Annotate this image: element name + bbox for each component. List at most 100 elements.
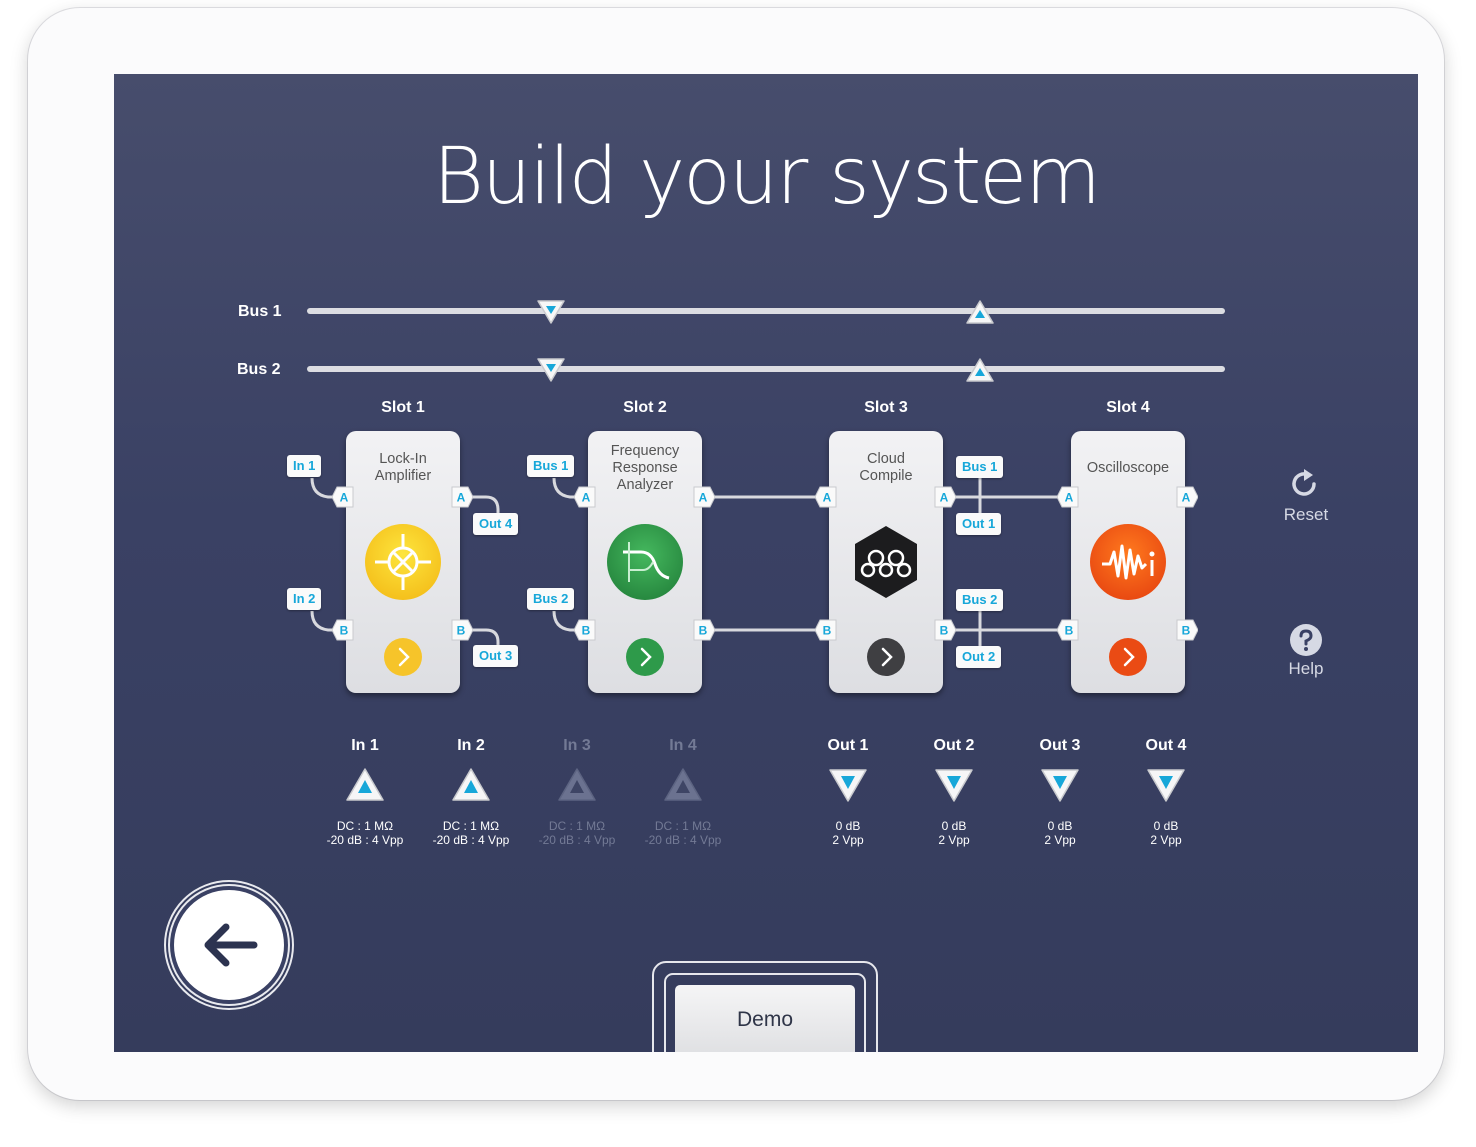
slot-2-open-button[interactable] xyxy=(626,638,664,676)
slot-4-output-b-port[interactable]: B xyxy=(1176,619,1198,641)
slot-2-bus-2-tag[interactable]: Bus 2 xyxy=(527,588,575,610)
demo-button-frame-inner: Demo xyxy=(664,973,866,1052)
bus-2-right-handle[interactable] xyxy=(964,356,996,384)
slot-2-output-a-port[interactable]: A xyxy=(693,486,715,508)
slot-3-input-a-port[interactable]: A xyxy=(815,486,837,508)
output-3-connector[interactable] xyxy=(1039,766,1081,804)
slot-4-output-a-port[interactable]: A xyxy=(1176,486,1198,508)
input-1-coupling: DC : 1 MΩ xyxy=(336,819,394,833)
bus-1-track[interactable] xyxy=(307,308,1225,314)
input-4-coupling: DC : 1 MΩ xyxy=(654,819,712,833)
port-label: B xyxy=(699,624,708,638)
slot-3-open-button[interactable] xyxy=(867,638,905,676)
slot-1-out-4-tag[interactable]: Out 4 xyxy=(473,513,519,535)
demo-button[interactable]: Demo xyxy=(675,985,855,1052)
bus-2-left-handle[interactable] xyxy=(535,356,567,384)
slot-4-label: Slot 4 xyxy=(1106,399,1150,416)
output-2-connector[interactable] xyxy=(933,766,975,804)
input-3-range: -20 dB : 4 Vpp xyxy=(538,833,616,847)
slot-3-label: Slot 3 xyxy=(864,399,908,416)
chevron-right-icon xyxy=(398,647,410,667)
slot-2-label: Slot 2 xyxy=(623,399,667,416)
slot-1-input-b-port[interactable]: B xyxy=(332,619,354,641)
arrow-left-icon xyxy=(204,923,258,967)
output-1-connector[interactable] xyxy=(827,766,869,804)
help-icon[interactable] xyxy=(1289,623,1323,657)
slot-3-bus-2-tag[interactable]: Bus 2 xyxy=(956,589,1004,611)
slot-1-in-2-tag[interactable]: In 2 xyxy=(287,588,322,610)
port-label: A xyxy=(823,491,832,505)
slot-3-bus-1-tag[interactable]: Bus 1 xyxy=(956,456,1004,478)
slot-2-input-b-port[interactable]: B xyxy=(574,619,596,641)
slot-4-input-a-port[interactable]: A xyxy=(1057,486,1079,508)
reset-icon[interactable] xyxy=(1288,467,1322,501)
output-3-gain: 0 dB xyxy=(1047,819,1073,833)
slot-1-output-a-port[interactable]: A xyxy=(451,486,473,508)
bus-1-right-handle[interactable] xyxy=(964,298,996,326)
cloud-compile-icon[interactable] xyxy=(848,524,924,600)
slot-3-input-b-port[interactable]: B xyxy=(815,619,837,641)
output-4-label: Out 4 xyxy=(1145,737,1187,754)
input-4-range: -20 dB : 4 Vpp xyxy=(644,833,722,847)
slot-2-input-a-port[interactable]: A xyxy=(574,486,596,508)
slot-3-output-a-port[interactable]: A xyxy=(934,486,956,508)
port-label: A xyxy=(1065,491,1074,505)
output-2-gain: 0 dB xyxy=(941,819,967,833)
slot-4-instrument-name: Oscilloscope xyxy=(1086,460,1170,476)
input-1-range: -20 dB : 4 Vpp xyxy=(326,833,404,847)
input-4-label: In 4 xyxy=(669,737,697,754)
slot-4-input-b-port[interactable]: B xyxy=(1057,619,1079,641)
help-button[interactable]: Help xyxy=(1288,659,1324,678)
bus-2-track[interactable] xyxy=(307,366,1225,372)
output-4-gain: 0 dB xyxy=(1153,819,1179,833)
port-label: B xyxy=(1182,624,1191,638)
port-label: A xyxy=(582,491,591,505)
slot-1-input-a-port[interactable]: A xyxy=(332,486,354,508)
port-label: A xyxy=(940,491,949,505)
slot-1-open-button[interactable] xyxy=(384,638,422,676)
slot-1-label: Slot 1 xyxy=(381,399,425,416)
output-4-connector[interactable] xyxy=(1145,766,1187,804)
slot-3-output-b-port[interactable]: B xyxy=(934,619,956,641)
port-label: A xyxy=(457,491,466,505)
port-label: B xyxy=(340,624,349,638)
reset-button[interactable]: Reset xyxy=(1283,505,1329,524)
input-1-label: In 1 xyxy=(351,737,379,754)
tablet-frame: Build your system Bus 1 Bus 2 Slot 1 Slo… xyxy=(28,8,1444,1100)
port-label: B xyxy=(823,624,832,638)
output-2-label: Out 2 xyxy=(933,737,975,754)
output-3-label: Out 3 xyxy=(1039,737,1081,754)
lock-in-icon[interactable] xyxy=(365,524,441,600)
slot-2-output-b-port[interactable]: B xyxy=(693,619,715,641)
slot-1-output-b-port[interactable]: B xyxy=(451,619,473,641)
output-4-range: 2 Vpp xyxy=(1150,833,1182,847)
output-1-label: Out 1 xyxy=(827,737,869,754)
page-title: Build your system xyxy=(432,132,1101,222)
port-label: B xyxy=(940,624,949,638)
output-3-range: 2 Vpp xyxy=(1044,833,1076,847)
slot-1-out-3-tag[interactable]: Out 3 xyxy=(473,645,519,667)
bus-2-label: Bus 2 xyxy=(237,361,281,378)
port-label: B xyxy=(1065,624,1074,638)
port-label: B xyxy=(582,624,591,638)
bus-1-label: Bus 1 xyxy=(238,303,282,320)
demo-button-frame: Demo xyxy=(652,961,878,1052)
chevron-right-icon xyxy=(1123,647,1135,667)
oscilloscope-icon[interactable] xyxy=(1090,524,1166,600)
back-button[interactable] xyxy=(164,880,294,1010)
slot-1-in-1-tag[interactable]: In 1 xyxy=(287,455,322,477)
slot-4-card[interactable]: Oscilloscope xyxy=(1071,431,1185,693)
fra-icon[interactable] xyxy=(607,524,683,600)
bus-1-left-handle[interactable] xyxy=(535,298,567,326)
slot-4-open-button[interactable] xyxy=(1109,638,1147,676)
slot-3-out-1-tag[interactable]: Out 1 xyxy=(956,513,1002,535)
slot-3-out-2-tag[interactable]: Out 2 xyxy=(956,646,1002,668)
port-label: A xyxy=(340,491,349,505)
slot-2-bus-1-tag[interactable]: Bus 1 xyxy=(527,455,575,477)
input-1-connector[interactable] xyxy=(344,766,386,804)
input-2-connector[interactable] xyxy=(450,766,492,804)
